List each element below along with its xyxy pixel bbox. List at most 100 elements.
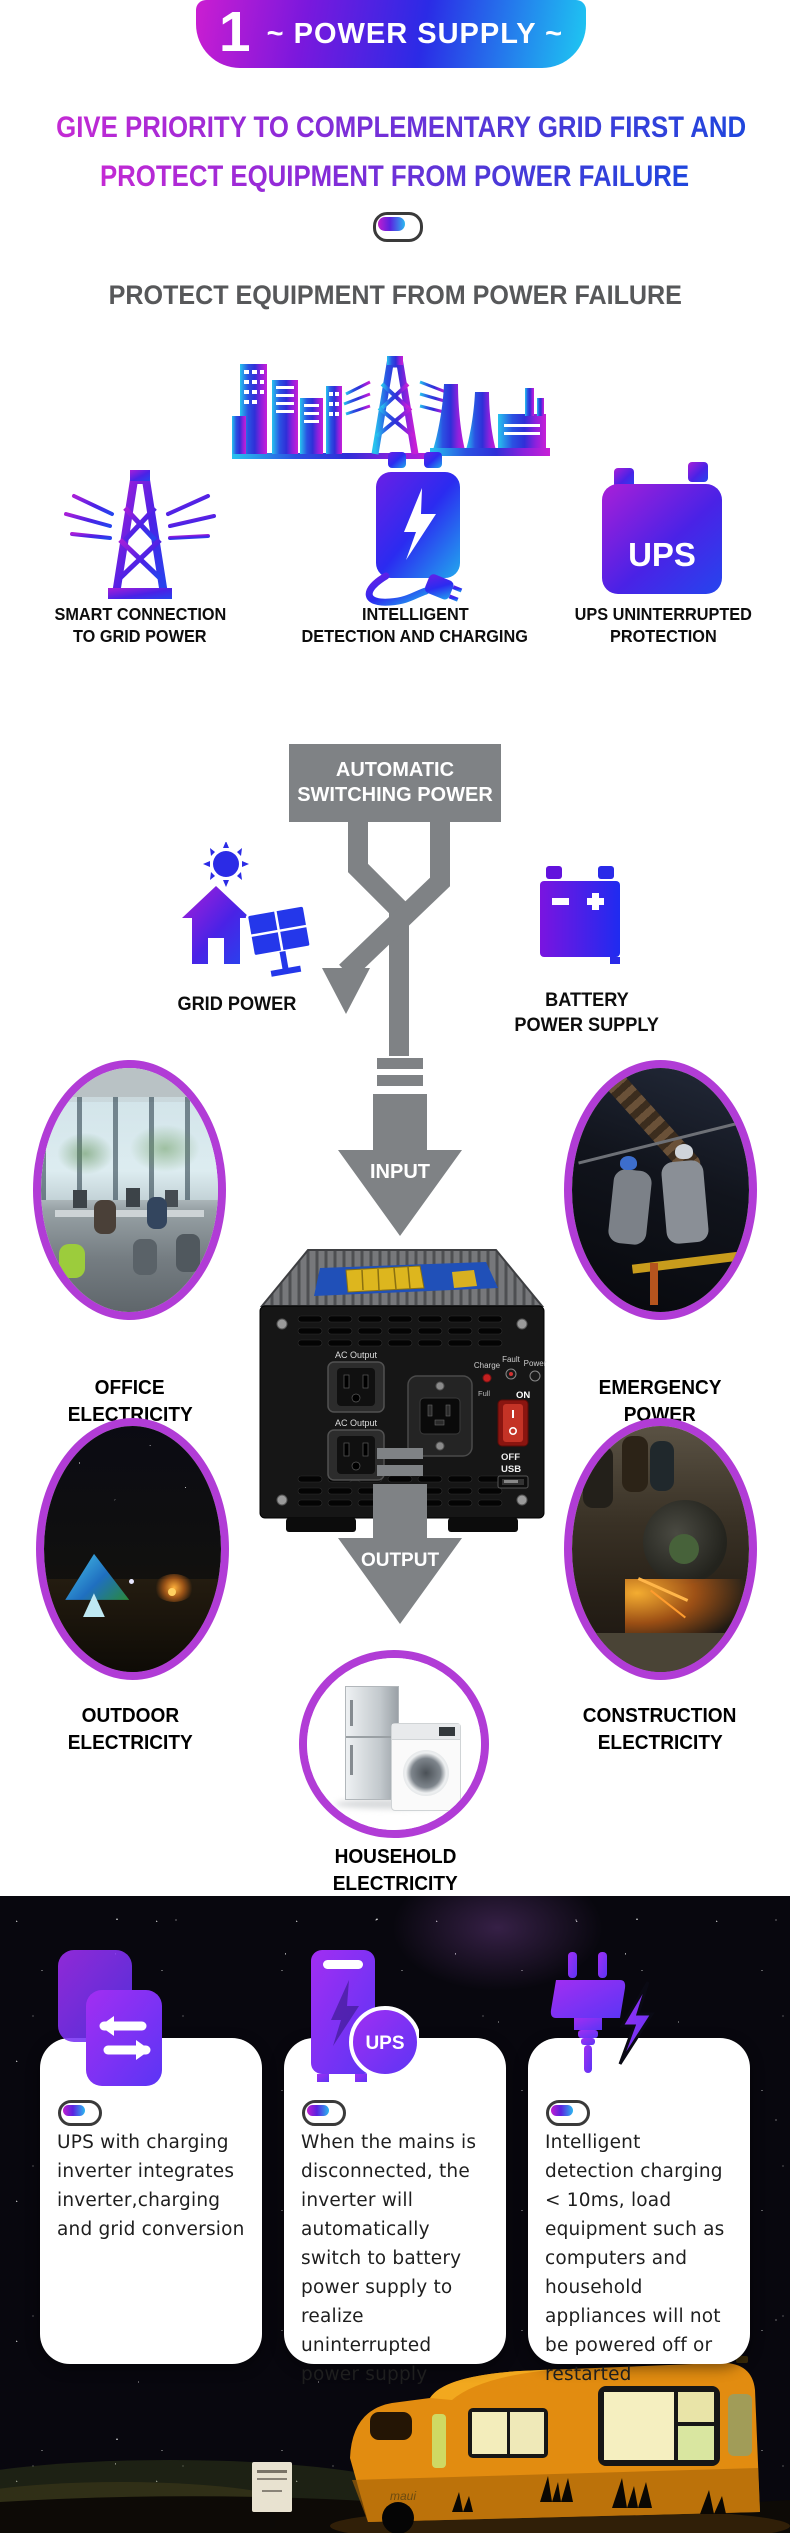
gradient-toggle-icon (302, 2100, 346, 2126)
headline-line1: GIVE PRIORITY TO COMPLEMENTARY GRID FIRS… (56, 106, 746, 150)
construction-ground (572, 1632, 749, 1672)
power-led (529, 1370, 541, 1382)
toggle-fill (63, 2105, 85, 2116)
machine-hub (669, 1534, 700, 1565)
office-person (147, 1197, 168, 1230)
output-arrow: OUTPUT (338, 1484, 462, 1624)
office-label: OFFICE ELECTRICITY (67, 1376, 193, 1426)
car-battery-icon (540, 866, 620, 964)
ups-icon-text: UPS (628, 536, 696, 573)
info-card-2: When the mains is disconnected, the inve… (284, 2038, 506, 2385)
tent-icon (65, 1553, 130, 1600)
office-photo (33, 1060, 226, 1320)
sun-icon (203, 842, 249, 887)
plug-icon (424, 574, 463, 602)
rv-wheel (382, 2502, 414, 2533)
rv-brand-text: maui (390, 2489, 416, 2503)
office-scene (41, 1068, 218, 1312)
toggle-fill (551, 2105, 573, 2116)
rv-night-scene: maui (0, 2356, 790, 2533)
rv-big-window (598, 2386, 720, 2466)
office-desk (55, 1209, 204, 1217)
feature3-label: UPS UNINTERRUPTED PROTECTION (574, 604, 752, 646)
swap-squares-icon (58, 1950, 162, 2086)
office-monitor (72, 1190, 87, 1208)
input-arrow: INPUT (338, 1094, 462, 1236)
campfire-glow (153, 1573, 194, 1602)
info-card-1: UPS with charging inverter integrates in… (40, 2038, 262, 2364)
headline-line2: PROTECT EQUIPMENT FROM POWER FAILURE (100, 155, 689, 199)
house-icon (182, 886, 250, 964)
construction-photo (564, 1418, 757, 1680)
office-monitor (164, 1190, 178, 1207)
lightning-bolt-icon (404, 488, 436, 560)
charge-label: Charge (474, 1361, 501, 1370)
inverter-lcd-chip (452, 1270, 477, 1288)
outdoor-photo (36, 1418, 229, 1680)
office-chair (133, 1238, 158, 1275)
gradient-toggle-icon (58, 2100, 102, 2126)
worker-silhouette (621, 1435, 648, 1492)
fridge-icon (345, 1685, 400, 1800)
rv-mid-window (468, 2408, 548, 2458)
household-label: HOUSEHOLD ELECTRICITY (332, 1845, 458, 1895)
inverter-lcd-screen (345, 1265, 425, 1293)
office-monitor (125, 1187, 140, 1207)
card1-text: UPS with charging inverter integrates in… (57, 2132, 245, 2240)
worker-body (660, 1159, 710, 1245)
inverter-screws (276, 1318, 528, 1506)
input-label: INPUT (370, 1161, 430, 1183)
office-windows (41, 1097, 218, 1200)
ac-outlet-1 (327, 1361, 385, 1413)
grid-power-label: GRID POWER (177, 993, 297, 1015)
washer-display (439, 1727, 456, 1737)
ups-device-icon: UPS (311, 1950, 419, 2082)
rv-roof-vent (736, 2356, 748, 2363)
down-arrowhead-icon (322, 968, 370, 1014)
inverter-foot (448, 1518, 518, 1532)
usb-label: USB (501, 1464, 521, 1475)
rv-rear-window (728, 2394, 752, 2456)
ac-output-label-1: AC Output (335, 1350, 378, 1360)
lantern-light (128, 1578, 134, 1584)
output-label: OUTPUT (361, 1550, 440, 1571)
flow-dash (377, 1448, 423, 1459)
section-title: ~ POWER SUPPLY ~ (266, 17, 564, 50)
plug-lightning-icon (550, 1952, 655, 2073)
crossing-arrows-icon (322, 822, 450, 1056)
ups-badge-text: UPS (365, 2033, 404, 2054)
worker-helmet (674, 1143, 693, 1159)
fridge-split (346, 1735, 399, 1738)
card3-text: Intelligent detection charging < 10ms, l… (545, 2132, 725, 2385)
subtitle: PROTECT EQUIPMENT FROM POWER FAILURE (108, 280, 682, 310)
washer-icon (390, 1723, 461, 1812)
emergency-photo (564, 1060, 757, 1320)
construction-scene (572, 1426, 749, 1672)
fault-label: Fault (502, 1355, 521, 1364)
lightning-bolt-icon (618, 1981, 655, 2065)
feature1-label: SMART CONNECTION TO GRID POWER (54, 604, 226, 646)
worker-helmet (619, 1155, 637, 1170)
grid-power-icon (182, 842, 312, 977)
worker-silhouette (582, 1445, 613, 1508)
on-label: ON (516, 1390, 530, 1401)
campfire (167, 1588, 176, 1597)
worker-silhouette (649, 1440, 674, 1491)
worker-body (607, 1168, 653, 1247)
office-person (94, 1199, 117, 1234)
office-chair-green (58, 1243, 85, 1278)
flow-dash (377, 1465, 423, 1476)
headline: GIVE PRIORITY TO COMPLEMENTARY GRID FIRS… (0, 106, 790, 204)
toggle-fill (307, 2105, 329, 2116)
ac-outlet-2 (327, 1429, 385, 1481)
usb-port (497, 1475, 529, 1489)
charge-led (482, 1373, 492, 1383)
battery-power-label: BATTERY POWER SUPPLY (514, 989, 660, 1036)
scaffold-post (649, 1263, 658, 1306)
power-label: Power (524, 1359, 547, 1368)
ac-inlet (407, 1375, 473, 1457)
full-label: Full (478, 1389, 490, 1398)
city-pylon-factory-icon (232, 356, 550, 459)
outdoor-label: OUTDOOR ELECTRICITY (67, 1704, 193, 1754)
scaffold-bar (632, 1251, 743, 1274)
